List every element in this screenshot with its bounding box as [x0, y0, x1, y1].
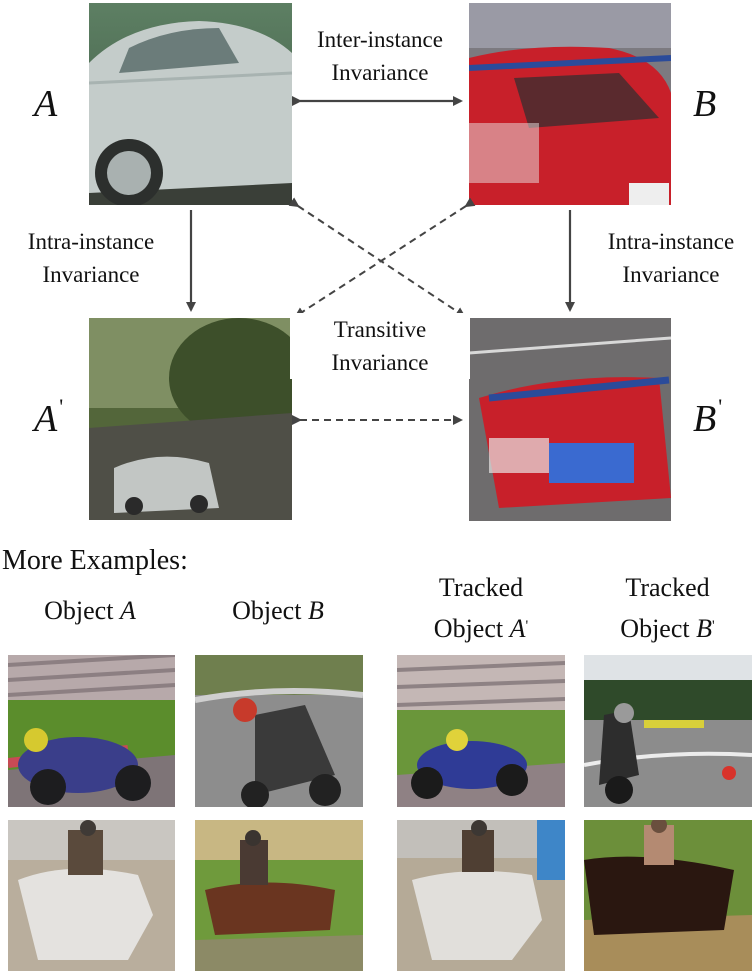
image-object-a-prime	[89, 318, 292, 520]
column-header-tracked-b: Tracked Object B'	[620, 573, 715, 643]
image-object-b	[469, 3, 671, 205]
example-horse-object-a	[8, 820, 175, 971]
example-motorbike-tracked-b	[584, 655, 752, 807]
label-a: A	[34, 83, 58, 125]
transitive-arrow-b-to-aprime	[294, 197, 476, 318]
inter-instance-caption: Inter-instance Invariance	[317, 27, 443, 85]
intra-instance-caption-right: Intra-instance Invariance	[607, 229, 735, 287]
column-header-object-a: Object A	[44, 596, 136, 625]
label-b: B	[693, 83, 717, 125]
image-object-b-prime	[469, 318, 671, 521]
label-b-prime: B'	[693, 394, 723, 440]
intra-instance-caption-left: Intra-instance Invariance	[27, 229, 155, 287]
column-header-tracked-a: Tracked Object A'	[433, 573, 529, 643]
example-motorbike-tracked-a	[397, 655, 565, 807]
image-object-a	[89, 3, 292, 205]
example-horse-object-b	[195, 820, 363, 971]
more-examples-title: More Examples:	[2, 545, 188, 576]
label-a-prime: A'	[34, 394, 64, 440]
example-horse-tracked-b	[584, 820, 752, 971]
transitive-invariance-caption: Transitive Invariance	[290, 313, 470, 379]
example-horse-tracked-a	[397, 820, 565, 971]
column-header-object-b: Object B	[232, 596, 324, 625]
invariance-arrows	[186, 96, 575, 425]
example-motorbike-object-a	[8, 655, 175, 807]
example-motorbike-object-b	[195, 655, 363, 807]
